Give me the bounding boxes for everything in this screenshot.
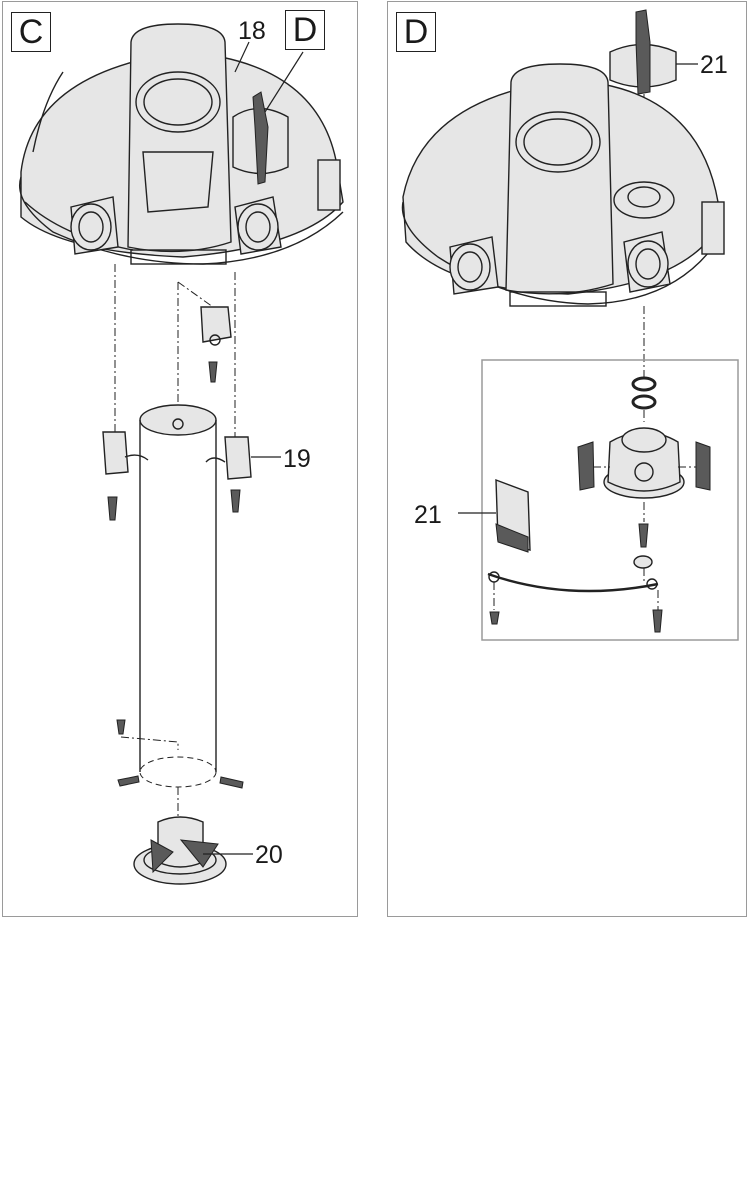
impeller xyxy=(133,816,227,885)
screw-left xyxy=(107,496,118,521)
callout-20: 20 xyxy=(255,841,283,869)
spring-bar xyxy=(487,571,659,593)
valve-washer xyxy=(633,555,653,569)
top-clip xyxy=(200,306,232,346)
filter-tube xyxy=(139,404,217,788)
outlet-pipes xyxy=(70,159,341,255)
panel-c-drawing xyxy=(19,23,344,885)
valve-screw xyxy=(638,523,649,548)
callout-21-insert: 21 xyxy=(414,501,442,529)
valve-side-tab-right xyxy=(695,441,711,491)
panel-d-drawing xyxy=(401,9,739,641)
screw-top xyxy=(208,361,218,383)
screw-right xyxy=(230,489,241,513)
o-ring-lower xyxy=(631,394,657,410)
detail-inset-frame xyxy=(481,359,739,641)
central-housing xyxy=(127,23,232,265)
bottom-screw-left xyxy=(117,775,140,787)
panel-c: C D 18 19 20 xyxy=(2,1,358,917)
callout-21-knob: 21 xyxy=(700,51,728,79)
o-ring-upper xyxy=(631,376,657,392)
valve-insert-plate xyxy=(495,478,531,553)
callout-18: 18 xyxy=(238,17,266,45)
panel-c-inset-label: D xyxy=(285,10,325,50)
spring-bar-screw-right xyxy=(652,609,663,633)
spring-bar-screw-left xyxy=(489,611,500,625)
side-clip-right xyxy=(205,436,252,480)
panel-c-label: C xyxy=(11,12,51,52)
bottom-screw-small xyxy=(116,719,126,735)
selector-knob xyxy=(609,9,677,95)
valve-side-tab-left xyxy=(577,441,595,491)
valve-knob xyxy=(232,91,289,185)
central-housing-d xyxy=(505,63,614,307)
valve-seat xyxy=(613,181,675,219)
panel-d: D 21 21 xyxy=(387,1,747,917)
panel-d-label: D xyxy=(396,12,436,52)
bottom-screw-right xyxy=(219,776,244,789)
side-clip-left xyxy=(102,431,149,475)
outlet-pipes-d xyxy=(449,201,725,295)
callout-19: 19 xyxy=(283,445,311,473)
valve-body xyxy=(603,427,685,499)
